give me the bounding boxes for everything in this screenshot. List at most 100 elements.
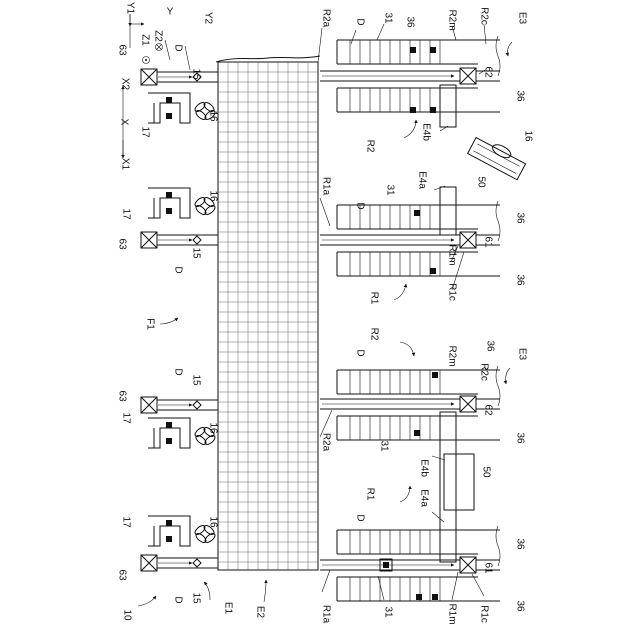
label-n17: 17 bbox=[120, 412, 131, 424]
item-marker bbox=[430, 47, 436, 53]
label-r1c: R1c bbox=[478, 605, 489, 623]
label-n50: 50 bbox=[475, 176, 486, 188]
lift-bar-e4a bbox=[440, 187, 456, 235]
facility-structure bbox=[123, 14, 528, 606]
r2-pointer bbox=[400, 342, 414, 356]
label-r2a: R2a bbox=[320, 9, 331, 28]
label-r1: R1 bbox=[368, 292, 379, 305]
label-n36: 36 bbox=[514, 212, 525, 224]
leader-line bbox=[322, 570, 330, 592]
robot-marker bbox=[166, 192, 172, 198]
label-x1: X1 bbox=[119, 158, 130, 171]
label-n16: 16 bbox=[207, 422, 218, 434]
leader-line bbox=[185, 46, 190, 70]
f1-pointer bbox=[160, 318, 178, 324]
e3-pointer bbox=[508, 42, 513, 56]
label-n10: 10 bbox=[121, 609, 132, 621]
label-z1: Z1 bbox=[139, 34, 150, 46]
label-r2: R2 bbox=[368, 328, 379, 341]
tilted-container-50 bbox=[468, 138, 526, 180]
label-n36: 36 bbox=[404, 16, 415, 28]
label-n63: 63 bbox=[116, 238, 127, 250]
item-marker bbox=[432, 594, 438, 600]
label-d: D bbox=[172, 266, 183, 273]
leader-line bbox=[320, 198, 330, 226]
label-e2: E2 bbox=[254, 606, 265, 619]
robot-marker bbox=[166, 520, 172, 526]
label-n62: 62 bbox=[482, 404, 493, 416]
label-n31: 31 bbox=[382, 606, 393, 618]
label-n36: 36 bbox=[514, 538, 525, 550]
label-n36: 36 bbox=[484, 340, 495, 352]
leader-line bbox=[378, 576, 384, 600]
floor-grid-area bbox=[218, 62, 318, 570]
fan-blade-icon bbox=[194, 204, 207, 216]
label-r2m: R2m bbox=[446, 9, 457, 30]
e2-pointer bbox=[264, 580, 266, 602]
label-n63: 63 bbox=[116, 569, 127, 581]
item-marker bbox=[383, 562, 389, 568]
robot-marker bbox=[166, 536, 172, 542]
label-n61: 61 bbox=[482, 236, 493, 248]
r1-pointer bbox=[394, 284, 406, 300]
label-n17: 17 bbox=[120, 208, 131, 220]
label-n16: 16 bbox=[207, 516, 218, 528]
item-marker bbox=[410, 47, 416, 53]
label-r2c: R2c bbox=[478, 7, 489, 25]
tilted-container-detail bbox=[474, 151, 516, 174]
fan-blade-icon bbox=[194, 109, 207, 121]
e3-pointer bbox=[506, 368, 511, 384]
z1-dot bbox=[145, 59, 147, 61]
label-d: D bbox=[172, 596, 183, 603]
label-n36: 36 bbox=[514, 274, 525, 286]
lift-bar-e4b bbox=[440, 85, 456, 127]
label-d: D bbox=[172, 44, 183, 51]
label-r1a: R1a bbox=[320, 605, 331, 624]
label-r1m: R1m bbox=[446, 603, 457, 624]
break-mark bbox=[496, 36, 500, 76]
label-n15: 15 bbox=[190, 374, 201, 386]
label-n36: 36 bbox=[514, 600, 525, 612]
sensor-15-diamond bbox=[193, 401, 201, 409]
item-marker bbox=[430, 107, 436, 113]
sensor-15-diamond bbox=[193, 236, 201, 244]
label-n31: 31 bbox=[384, 184, 395, 196]
label-z2: Z2 bbox=[152, 30, 163, 42]
label-n15: 15 bbox=[190, 247, 201, 259]
robot-marker bbox=[166, 208, 172, 214]
label-n16: 16 bbox=[522, 130, 533, 142]
leader-line bbox=[432, 512, 444, 522]
leader-line bbox=[484, 24, 486, 44]
robot-marker bbox=[166, 422, 172, 428]
label-r1a: R1a bbox=[320, 177, 331, 196]
label-d: D bbox=[172, 368, 183, 375]
robot-marker bbox=[166, 97, 172, 103]
leader-line bbox=[318, 28, 322, 62]
label-n36: 36 bbox=[514, 432, 525, 444]
label-d: D bbox=[354, 18, 365, 25]
label-n62: 62 bbox=[482, 66, 493, 78]
label-n17: 17 bbox=[139, 126, 150, 138]
label-f1: F1 bbox=[144, 318, 155, 330]
label-e3: E3 bbox=[516, 348, 527, 361]
robot-marker bbox=[166, 438, 172, 444]
leader-line bbox=[165, 40, 170, 60]
leader-line bbox=[432, 456, 445, 460]
label-r2a: R2a bbox=[320, 433, 331, 452]
container-50 bbox=[444, 454, 474, 510]
label-n36: 36 bbox=[514, 90, 525, 102]
item-marker bbox=[414, 210, 420, 216]
label-n15: 15 bbox=[190, 592, 201, 604]
label-e4a: E4a bbox=[418, 489, 429, 507]
label-x2: X2 bbox=[119, 78, 130, 91]
label-e4a: E4a bbox=[416, 171, 427, 189]
label-x: X bbox=[118, 119, 129, 126]
leader-line bbox=[452, 572, 458, 600]
label-e4b: E4b bbox=[420, 123, 431, 141]
tilted-container-group bbox=[468, 133, 528, 180]
break-line bbox=[216, 56, 320, 62]
label-n16: 16 bbox=[207, 110, 218, 122]
break-mark bbox=[496, 366, 500, 406]
label-r1m: R1m bbox=[446, 244, 457, 265]
